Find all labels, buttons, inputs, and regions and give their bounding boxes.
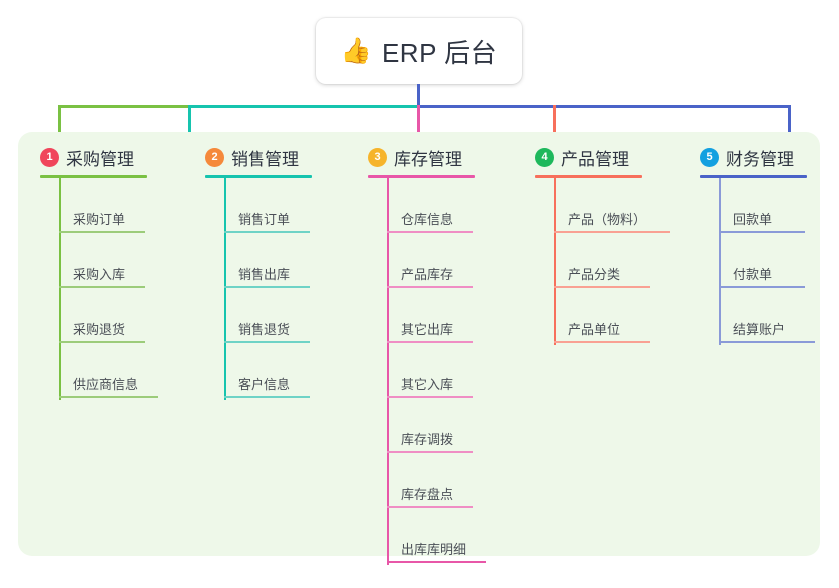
leaf-label: 出库库明细 bbox=[401, 542, 467, 557]
connector-drop-1 bbox=[58, 105, 61, 142]
leaf-label: 销售订单 bbox=[238, 212, 291, 227]
branch-rule-4 bbox=[535, 175, 642, 178]
leaf-rule bbox=[224, 341, 310, 343]
root-title: ERP 后台 bbox=[381, 37, 498, 68]
leaf-rule bbox=[387, 451, 473, 453]
thumbs-up-icon: 👍 bbox=[340, 36, 372, 65]
leaf-label: 采购入库 bbox=[73, 267, 126, 282]
leaf-label: 其它入库 bbox=[401, 377, 454, 392]
branch-badge-1: 1 bbox=[40, 147, 59, 167]
branch-header-1[interactable]: 1 采购管理 bbox=[40, 145, 134, 169]
leaf-label: 采购退货 bbox=[73, 322, 126, 337]
branch-spine-3 bbox=[387, 178, 389, 565]
branch-rule-2 bbox=[205, 175, 312, 178]
connector-root-stem bbox=[417, 84, 420, 108]
leaf-rule bbox=[554, 286, 650, 288]
leaf-label: 供应商信息 bbox=[73, 377, 139, 392]
branch-title-1: 采购管理 bbox=[66, 149, 134, 169]
leaf-label: 库存盘点 bbox=[401, 487, 454, 502]
branch-title-4: 产品管理 bbox=[561, 149, 629, 169]
branch-header-2[interactable]: 2 销售管理 bbox=[205, 145, 299, 169]
leaf-label: 其它出库 bbox=[401, 322, 454, 337]
leaf-label: 仓库信息 bbox=[401, 212, 454, 227]
branch-column-4: 4 产品管理 产品（物料） 产品分类 产品单位 bbox=[535, 145, 670, 345]
branch-panel bbox=[18, 132, 820, 556]
leaf-label: 产品单位 bbox=[568, 322, 621, 337]
branch-header-5[interactable]: 5 财务管理 bbox=[700, 145, 794, 169]
leaf-rule bbox=[719, 286, 805, 288]
leaf-rule bbox=[59, 341, 145, 343]
branch-column-1: 1 采购管理 采购订单 采购入库 采购退货 供应商信息 bbox=[40, 145, 158, 400]
leaf-label: 付款单 bbox=[733, 267, 773, 282]
connector-drop-5 bbox=[788, 105, 791, 142]
branch-spine-1 bbox=[59, 178, 61, 400]
leaf-rule bbox=[224, 231, 310, 233]
leaf-rule bbox=[387, 561, 486, 563]
leaf-rule bbox=[59, 396, 158, 398]
branch-rule-3 bbox=[368, 175, 475, 178]
connector-drop-3 bbox=[417, 105, 420, 142]
leaf-rule bbox=[224, 286, 310, 288]
branch-badge-3: 3 bbox=[368, 147, 387, 167]
leaf-rule bbox=[224, 396, 310, 398]
leaf-rule bbox=[387, 231, 473, 233]
leaf-label: 客户信息 bbox=[238, 377, 291, 392]
connector-bar-right bbox=[417, 105, 791, 108]
branch-badge-2: 2 bbox=[205, 147, 224, 167]
root-node[interactable]: 👍 ERP 后台 bbox=[316, 18, 522, 84]
leaf-rule bbox=[387, 396, 473, 398]
branch-column-3: 3 库存管理 仓库信息 产品库存 其它出库 其它入库 库存调拨 库存盘点 bbox=[368, 145, 486, 565]
leaf-label: 销售退货 bbox=[238, 322, 291, 337]
branch-column-2: 2 销售管理 销售订单 销售出库 销售退货 客户信息 bbox=[205, 145, 312, 400]
connector-bar-left bbox=[58, 105, 190, 108]
leaf-label: 销售出库 bbox=[238, 267, 291, 282]
leaf-rule bbox=[387, 286, 473, 288]
branch-title-2: 销售管理 bbox=[231, 149, 299, 169]
leaf-label: 产品（物料） bbox=[568, 212, 647, 227]
leaf-rule bbox=[387, 341, 473, 343]
branch-rule-5 bbox=[700, 175, 807, 178]
branch-spine-2 bbox=[224, 178, 226, 400]
connector-drop-4 bbox=[553, 105, 556, 142]
leaf-label: 库存调拨 bbox=[401, 432, 454, 447]
leaf-label: 结算账户 bbox=[733, 322, 786, 337]
leaf-label: 采购订单 bbox=[73, 212, 126, 227]
branch-spine-4 bbox=[554, 178, 556, 345]
connector-drop-2 bbox=[188, 105, 191, 142]
connector-bar-mid bbox=[188, 105, 419, 108]
branch-title-3: 库存管理 bbox=[394, 149, 462, 169]
leaf-rule bbox=[554, 341, 650, 343]
branch-rule-1 bbox=[40, 175, 147, 178]
branch-header-4[interactable]: 4 产品管理 bbox=[535, 145, 629, 169]
branch-column-5: 5 财务管理 回款单 付款单 结算账户 bbox=[700, 145, 815, 345]
leaf-rule bbox=[59, 231, 145, 233]
leaf-rule bbox=[719, 231, 805, 233]
leaf-label: 产品库存 bbox=[401, 267, 454, 282]
branch-badge-5: 5 bbox=[700, 147, 719, 167]
branch-spine-5 bbox=[719, 178, 721, 345]
leaf-label: 产品分类 bbox=[568, 267, 621, 282]
leaf-rule bbox=[719, 341, 815, 343]
branch-badge-4: 4 bbox=[535, 147, 554, 167]
branch-title-5: 财务管理 bbox=[726, 149, 794, 169]
leaf-rule bbox=[59, 286, 145, 288]
leaf-rule bbox=[554, 231, 670, 233]
leaf-rule bbox=[387, 506, 473, 508]
branch-header-3[interactable]: 3 库存管理 bbox=[368, 145, 462, 169]
leaf-label: 回款单 bbox=[733, 212, 773, 227]
